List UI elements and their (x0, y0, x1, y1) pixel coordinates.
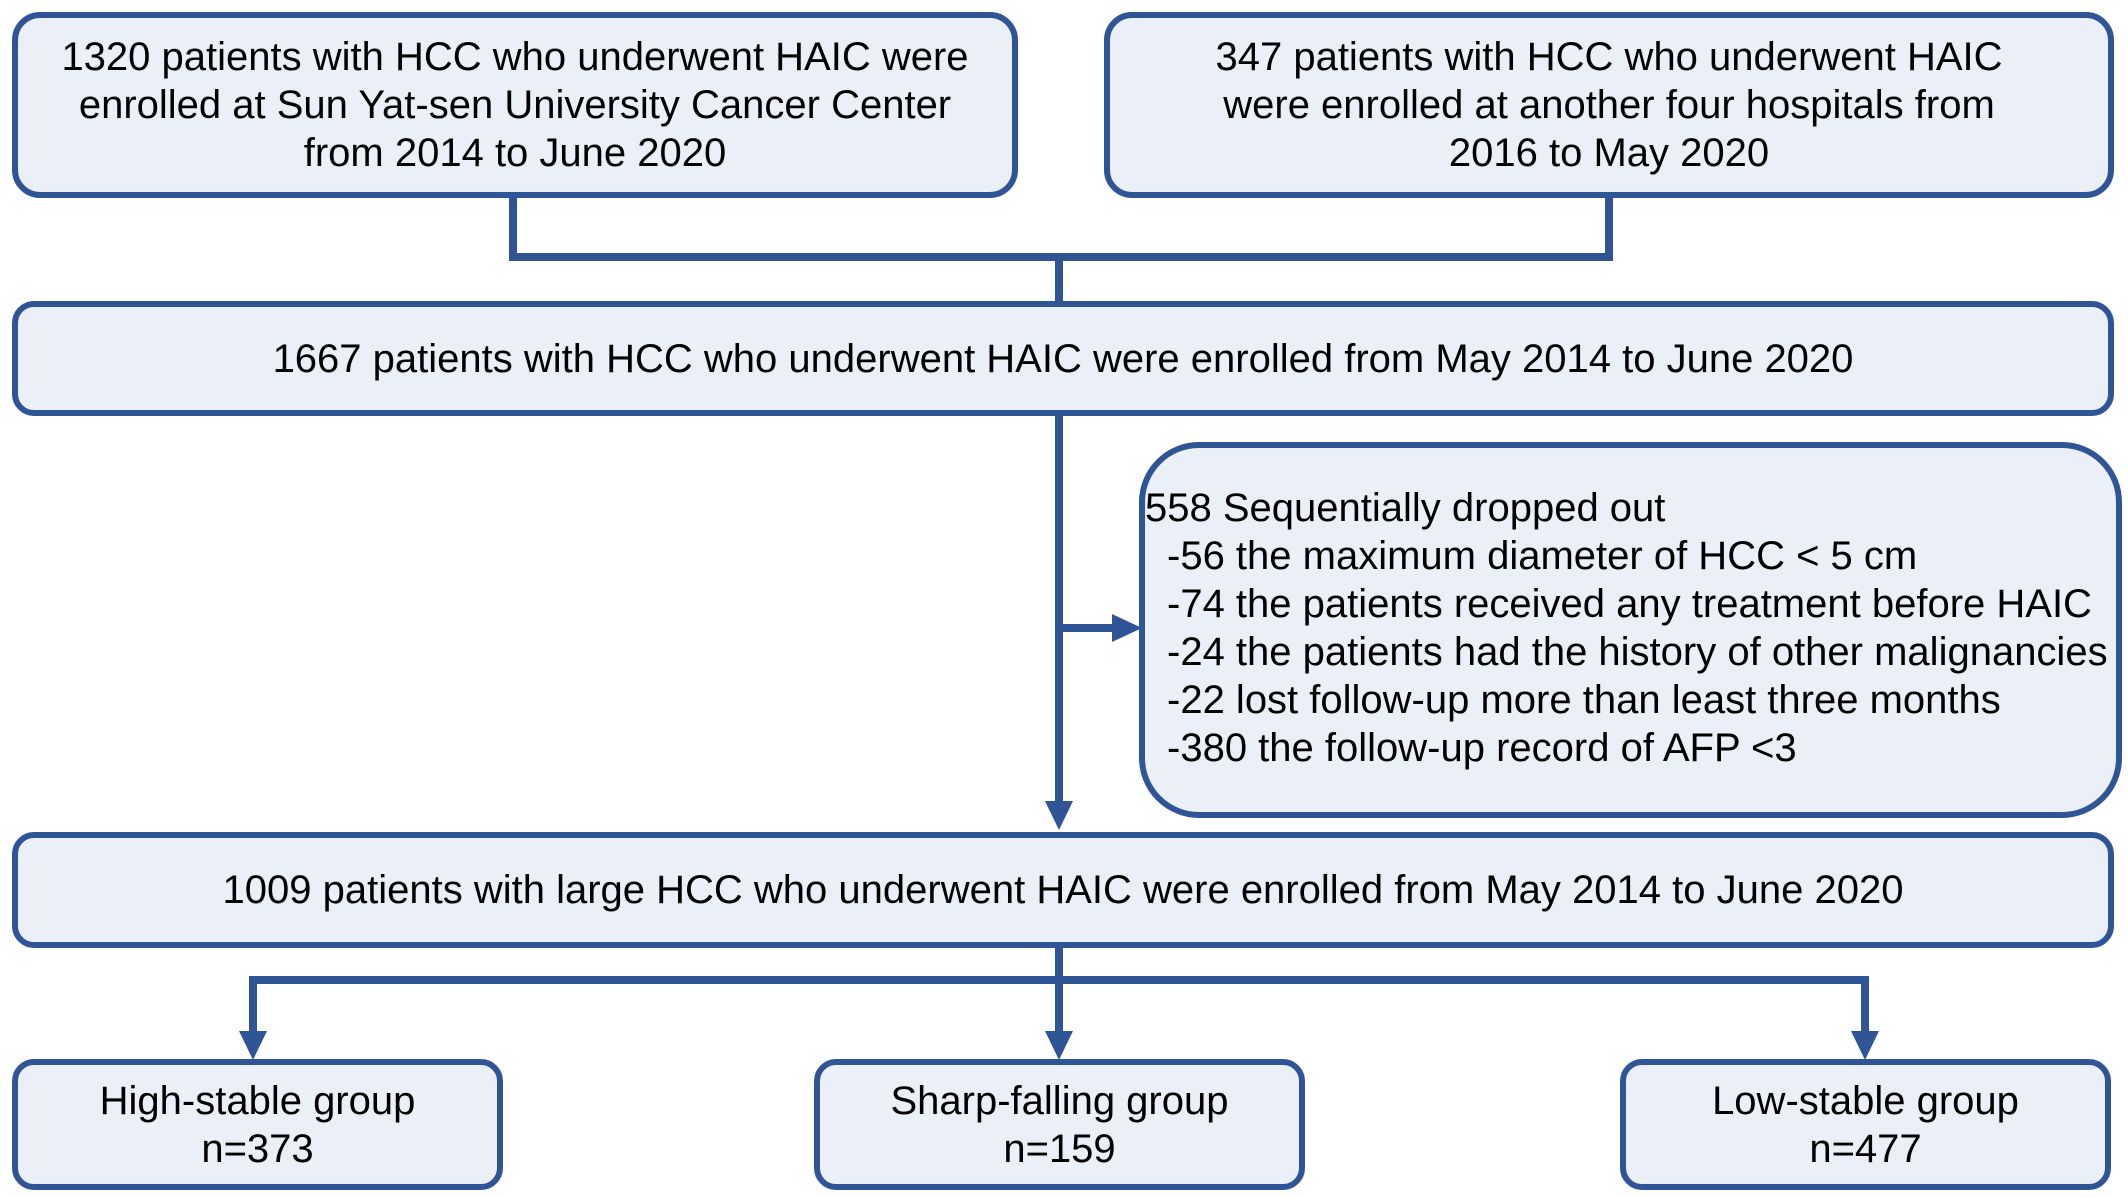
arrowhead-to-group-3 (1851, 1031, 1879, 1060)
exclusion-item: -22 lost follow-up more than least three… (1167, 678, 2001, 722)
combined-cohort-text: 1667 patients with HCC who underwent HAI… (272, 336, 1854, 381)
exclusion-item: -74 the patients received any treatment … (1167, 582, 2092, 626)
arrowhead-to-final (1045, 801, 1073, 830)
group-label: Sharp-falling group (890, 1078, 1229, 1123)
group-count: n=477 (1809, 1126, 1922, 1171)
group-label: Low-stable group (1712, 1078, 2019, 1123)
group-label: High-stable group (99, 1078, 416, 1123)
exclusion-item: -24 the patients had the history of othe… (1167, 630, 2108, 674)
group-count: n=159 (1003, 1126, 1116, 1171)
source-a-line-1: 1320 patients with HCC who underwent HAI… (61, 35, 969, 79)
exclusion-title: 558 Sequentially dropped out (1145, 486, 1666, 530)
exclusion-item: -56 the maximum diameter of HCC < 5 cm (1167, 534, 1918, 578)
group-box-high-stable: High-stable group n=373 (12, 1059, 503, 1190)
final-cohort-text: 1009 patients with large HCC who underwe… (222, 868, 1904, 912)
exclusion-item: -380 the follow-up record of AFP <3 (1167, 726, 1797, 770)
group-box-low-stable: Low-stable group n=477 (1620, 1059, 2111, 1190)
arrowhead-to-group-1 (239, 1031, 267, 1060)
arrowhead-to-exclusion (1112, 614, 1142, 642)
group-count: n=373 (201, 1126, 314, 1171)
exclusion-box (1139, 442, 2122, 818)
source-box-sysucc: 1320 patients with HCC who underwent HAI… (12, 12, 1018, 198)
source-a-line-3: from 2014 to June 2020 (303, 131, 727, 175)
source-b-line-3: 2016 to May 2020 (1448, 131, 1770, 175)
combined-cohort-box: 1667 patients with HCC who underwent HAI… (12, 301, 2114, 416)
exclusion-text: 558 Sequentially dropped out -56 the max… (1145, 484, 2108, 772)
group-box-sharp-falling: Sharp-falling group n=159 (814, 1059, 1305, 1190)
source-b-line-1: 347 patients with HCC who underwent HAIC (1215, 35, 2003, 79)
source-b-line-2: were enrolled at another four hospitals … (1223, 83, 1995, 127)
arrowhead-to-group-2 (1045, 1031, 1073, 1060)
source-a-line-2: enrolled at Sun Yat-sen University Cance… (78, 83, 952, 127)
source-box-other-hospitals: 347 patients with HCC who underwent HAIC… (1104, 12, 2114, 198)
final-cohort-box: 1009 patients with large HCC who underwe… (12, 832, 2114, 948)
